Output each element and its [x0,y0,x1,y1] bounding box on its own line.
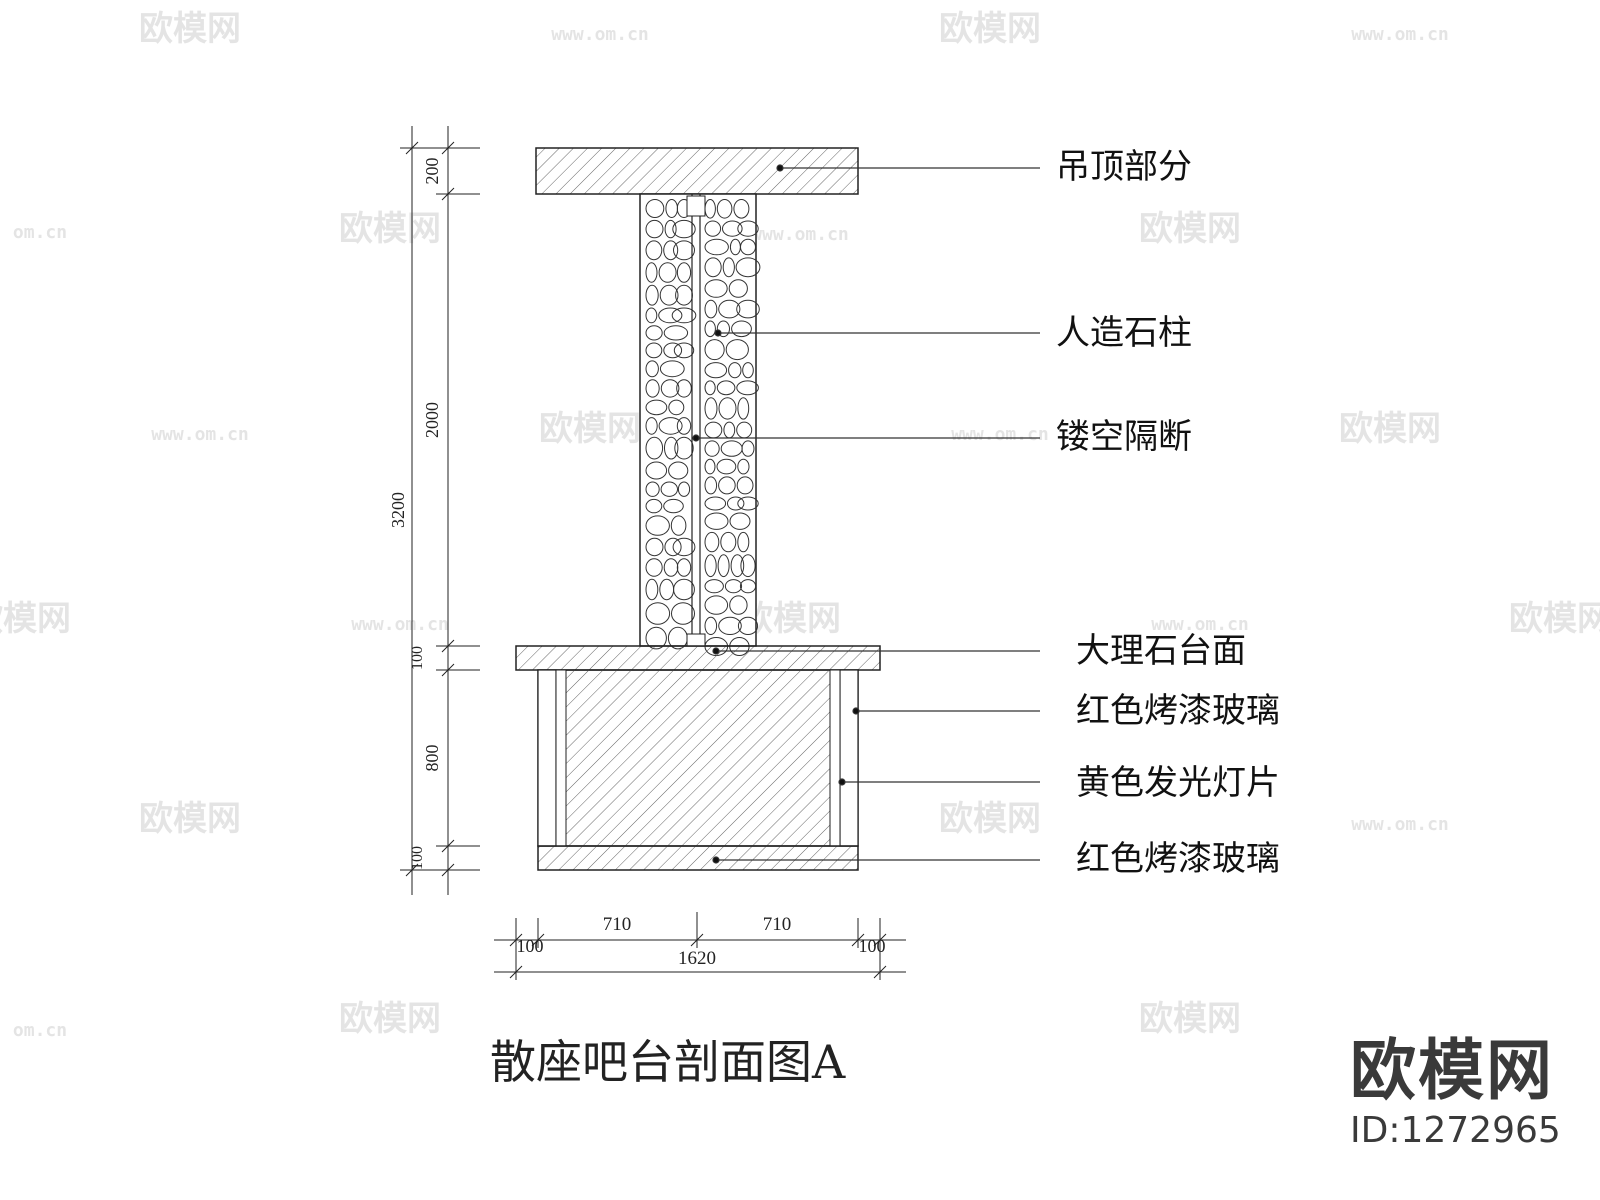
watermark-url: www.om.cn [1151,614,1249,635]
watermark-logo: 欧模网 [939,799,1041,839]
label-stone-column: 人造石柱 [1056,313,1192,353]
drawing-title: 散座吧台剖面图A [490,1035,846,1089]
watermark-url: www.om.cn [751,224,849,245]
dim-right-edge: 100 [859,936,886,956]
ceiling-slab [535,147,859,195]
watermark-logo: 欧模网 [1509,599,1600,639]
label-red-glass-side: 红色烤漆玻璃 [1076,691,1280,731]
dim-width-total: 1620 [678,948,716,969]
dim-column: 2000 [422,402,442,438]
leader-lines [692,164,1040,864]
vertical-dimensions [400,126,480,895]
brand-mark: 欧模网 ID:1272965 [1350,1032,1561,1153]
dim-left-half: 710 [603,914,632,935]
label-red-glass-bottom: 红色烤漆玻璃 [1076,839,1280,879]
watermark-logo: 欧模网 [139,799,241,839]
brand-id: ID:1272965 [1350,1110,1561,1151]
watermark-logo: 欧模网 [0,599,71,639]
watermark-url: www.om.cn [151,424,249,445]
dim-cabinet: 800 [422,745,442,772]
watermark-logo: 欧模网 [339,209,441,249]
watermark-logo: 欧模网 [539,409,641,449]
stone-column [639,193,761,656]
cabinet [537,669,859,847]
watermark-url: www.om.cn [551,24,649,45]
brand-name: 欧模网 [1350,1032,1554,1109]
watermark-url-short: om.cn [13,1020,67,1041]
marble-countertop [515,645,881,671]
watermark-url: www.om.cn [1351,24,1449,45]
watermark-url: www.om.cn [951,424,1049,445]
watermark-logo: 欧模网 [1139,999,1241,1039]
dim-total: 3200 [388,492,408,528]
label-marble-top: 大理石台面 [1076,631,1246,671]
dim-base: 100 [409,846,426,870]
watermark-logo: 欧模网 [339,999,441,1039]
watermark-logo: 欧模网 [1139,209,1241,249]
watermark-url-short: om.cn [13,222,67,243]
label-ceiling: 吊顶部分 [1056,147,1192,187]
watermark-logo: 欧模网 [139,9,241,49]
label-yellow-light: 黄色发光灯片 [1076,763,1280,803]
watermark-url: www.om.cn [1351,814,1449,835]
horizontal-dimensions [494,912,906,980]
watermark-layer: 欧模网欧模网欧模网欧模网欧模网欧模网欧模网欧模网欧模网欧模网欧模网欧模网欧模网w… [0,9,1600,1041]
dim-ceiling: 200 [422,158,442,185]
dim-left-edge: 100 [517,936,544,956]
dim-right-half: 710 [763,914,792,935]
watermark-url: www.om.cn [351,614,449,635]
cabinet-base [537,845,859,871]
watermark-logo: 欧模网 [1339,409,1441,449]
label-openwork-partition: 镂空隔断 [1056,417,1192,457]
watermark-logo: 欧模网 [939,9,1041,49]
dim-countertop: 100 [409,646,426,670]
